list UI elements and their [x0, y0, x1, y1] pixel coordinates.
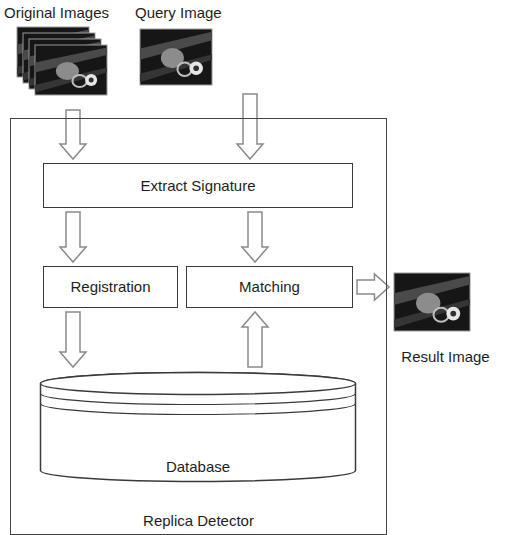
photo-plate-dot	[450, 311, 456, 317]
node-label: Original Images	[4, 4, 109, 22]
photo-ground	[394, 273, 470, 331]
block-arrow	[60, 312, 86, 367]
photo-rider	[416, 293, 440, 314]
photo-plate-dot	[193, 65, 199, 71]
process-box: Matching	[186, 266, 353, 308]
process-box: Extract Signature	[43, 163, 353, 208]
block-arrow	[242, 312, 268, 367]
image-stack: Original Images	[4, 4, 126, 106]
photo-plate	[189, 61, 202, 74]
photo	[35, 45, 107, 95]
photo-wheel	[72, 75, 86, 87]
node-label: Query Image	[135, 4, 222, 22]
result-image-art	[393, 272, 473, 334]
node-label: Extract Signature	[140, 177, 255, 195]
cylinder-body	[41, 373, 356, 482]
photo-plate	[446, 307, 460, 321]
system-boundary: Extract SignatureRegistration MatchingDat…	[10, 118, 387, 535]
image-stack-art	[16, 26, 112, 106]
node-label: Database	[166, 458, 230, 476]
node-label: Registration	[70, 278, 150, 296]
cylinder-top	[41, 373, 356, 395]
photo	[140, 29, 212, 85]
photo-plate	[85, 74, 97, 86]
block-arrow	[357, 274, 389, 300]
photo-ground	[35, 45, 107, 95]
block-arrow	[242, 212, 268, 262]
node-label: Result Image	[401, 348, 489, 366]
process-box: Registration	[43, 266, 178, 308]
node-label: Matching	[239, 278, 300, 296]
cylinder-disk-line	[41, 394, 356, 405]
block-arrow	[60, 212, 86, 262]
photo-ground	[140, 29, 212, 85]
result-image: Result Image	[393, 272, 498, 366]
photo-rider	[161, 48, 184, 68]
query-image-art	[139, 28, 215, 88]
photo	[394, 273, 470, 331]
block-arrow	[237, 94, 263, 159]
photo-plate-dot	[89, 78, 94, 83]
node-label: Replica Detector	[143, 512, 254, 530]
cylinder-disk-line	[41, 404, 356, 415]
query-image: Query Image	[135, 4, 257, 90]
database-cylinder: Database	[39, 371, 357, 483]
